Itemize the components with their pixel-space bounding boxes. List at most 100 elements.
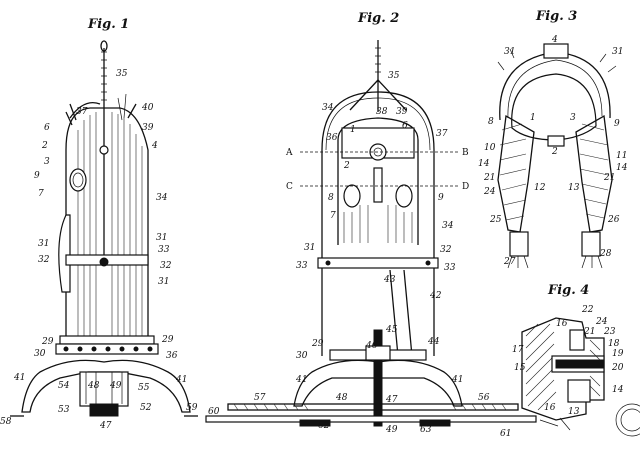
fig2-chain-and-hanger bbox=[349, 40, 407, 112]
fig2-label-8: 8 bbox=[328, 193, 334, 203]
fig3-label-14b: 14 bbox=[616, 163, 628, 173]
fig1-label-33: 33 bbox=[158, 245, 170, 255]
fig4-label-16a: 16 bbox=[556, 319, 568, 329]
fig4-label-13: 13 bbox=[568, 407, 580, 417]
fig1-title: Fig. 1 bbox=[87, 17, 129, 32]
fig2-label-39: 39 bbox=[396, 107, 408, 117]
fig2-label-32: 32 bbox=[440, 245, 452, 255]
fig4-label-21: 21 bbox=[583, 327, 595, 337]
fig4-label-19: 19 bbox=[612, 349, 624, 359]
figure-2: Fig. 2 bbox=[205, 11, 537, 439]
fig2-label-56: 56 bbox=[478, 393, 490, 403]
fig2-label-47: 47 bbox=[385, 395, 398, 405]
fig4-label-24: 24 bbox=[595, 317, 608, 327]
fig1-label-32b: 32 bbox=[160, 261, 172, 271]
fig4-label-18: 18 bbox=[608, 339, 620, 349]
fig2-label-33b: 33 bbox=[444, 263, 456, 273]
fig4-label-15: 15 bbox=[514, 363, 526, 373]
fig1-reference-numerals: 35 37 40 39 6 4 2 3 9 7 34 31 31 33 32 3… bbox=[0, 69, 198, 431]
fig3-label-26: 26 bbox=[607, 215, 620, 225]
fig1-label-41a: 41 bbox=[13, 373, 25, 383]
fig2-label-60: 60 bbox=[208, 407, 220, 417]
fig1-label-35: 35 bbox=[116, 69, 128, 79]
fig2-inner-cylinder bbox=[300, 117, 460, 245]
figure-3: Fig. 3 4 31 31 8 1 3 bbox=[478, 9, 628, 269]
fig1-label-31a: 31 bbox=[38, 239, 49, 249]
fig2-label-41a: 41 bbox=[295, 375, 307, 385]
fig3-label-12: 12 bbox=[534, 183, 546, 193]
fig3-label-13: 13 bbox=[568, 183, 580, 193]
fig2-label-35: 35 bbox=[388, 71, 400, 81]
fig4-label-16b: 16 bbox=[544, 403, 556, 413]
fig2-label-9: 9 bbox=[438, 193, 444, 203]
fig3-label-28: 28 bbox=[599, 249, 612, 259]
figure-1: Fig. 1 bbox=[0, 17, 198, 431]
fig2-label-1: 1 bbox=[350, 125, 356, 135]
fig2-label-46: 46 bbox=[365, 341, 378, 351]
fig3-label-31b: 31 bbox=[612, 47, 623, 57]
fig2-base-and-shaft bbox=[205, 329, 537, 427]
fig4-title: Fig. 4 bbox=[547, 283, 589, 298]
fig1-label-54: 54 bbox=[58, 381, 70, 391]
fig1-label-36: 36 bbox=[166, 351, 178, 361]
fig1-label-55: 55 bbox=[138, 383, 150, 393]
fig1-label-52: 52 bbox=[140, 403, 152, 413]
fig2-label-62: 62 bbox=[318, 421, 330, 431]
fig3-label-21a: 21 bbox=[483, 173, 495, 183]
fig3-label-4: 4 bbox=[551, 35, 558, 45]
figure-4: Fig. 4 22 16 24 21 23 17 18 19 15 20 14 … bbox=[512, 283, 624, 431]
fig2-label-30: 30 bbox=[296, 351, 308, 361]
fig1-base bbox=[10, 335, 198, 417]
fig1-label-2: 2 bbox=[41, 141, 48, 151]
fig3-label-9: 9 bbox=[614, 119, 620, 129]
fig2-band bbox=[317, 257, 439, 357]
fig1-label-40: 40 bbox=[141, 103, 154, 113]
fig3-right-arm bbox=[575, 114, 613, 269]
fig3-label-14a: 14 bbox=[478, 159, 490, 169]
fig3-label-24: 24 bbox=[483, 187, 496, 197]
fig3-collar bbox=[497, 43, 617, 147]
fig2-label-29: 29 bbox=[311, 339, 324, 349]
fig2-section-C: C bbox=[286, 182, 293, 192]
fig1-label-29a: 29 bbox=[41, 337, 54, 347]
fig2-label-61: 61 bbox=[500, 429, 511, 439]
fig4-label-20: 20 bbox=[611, 363, 624, 373]
fig4-label-14: 14 bbox=[612, 385, 624, 395]
fig3-label-31a: 31 bbox=[504, 47, 515, 57]
fig2-label-48: 48 bbox=[335, 393, 348, 403]
fig1-label-29b: 29 bbox=[161, 335, 174, 345]
fig2-label-38: 38 bbox=[376, 107, 388, 117]
fig1-cylinder-hatching bbox=[77, 112, 143, 338]
fig1-label-53: 53 bbox=[58, 405, 70, 415]
fig3-label-11: 11 bbox=[616, 151, 627, 161]
fig4-label-23: 23 bbox=[603, 327, 616, 337]
fig2-title: Fig. 2 bbox=[357, 11, 399, 26]
fig1-label-31c: 31 bbox=[158, 277, 169, 287]
fig4-label-22: 22 bbox=[581, 305, 594, 315]
fig1-label-47: 47 bbox=[99, 421, 112, 431]
fig1-label-49: 49 bbox=[109, 381, 122, 391]
fig1-label-31b: 31 bbox=[156, 233, 167, 243]
fig1-label-37: 37 bbox=[76, 107, 88, 117]
fig3-left-arm bbox=[497, 114, 535, 269]
fig4-label-17: 17 bbox=[512, 345, 524, 355]
fig2-label-33a: 33 bbox=[296, 261, 308, 271]
fig1-label-59: 59 bbox=[186, 403, 198, 413]
fig2-reference-numerals: 35 34 38 39 36 1 6 37 A 2 B C 8 D 9 7 34… bbox=[208, 71, 511, 439]
fig2-label-49: 49 bbox=[385, 425, 398, 435]
fig2-label-7: 7 bbox=[330, 211, 336, 221]
fig2-label-37: 37 bbox=[436, 129, 448, 139]
fig1-label-34: 34 bbox=[156, 193, 168, 203]
fig2-label-63: 63 bbox=[420, 425, 432, 435]
fig3-reference-numerals: 4 31 31 8 1 3 9 10 2 11 14 14 21 21 24 1… bbox=[478, 35, 628, 267]
fig2-label-34a: 34 bbox=[322, 103, 334, 113]
fig4-reference-numerals: 22 16 24 21 23 17 18 19 15 20 14 16 13 bbox=[512, 305, 624, 417]
fig2-outer-hood bbox=[321, 91, 435, 356]
fig3-label-1: 1 bbox=[530, 113, 536, 123]
fig2-label-44: 44 bbox=[427, 337, 440, 347]
fig2-label-6: 6 bbox=[402, 121, 408, 131]
fig3-title: Fig. 3 bbox=[535, 9, 577, 24]
fig2-label-45: 45 bbox=[385, 325, 398, 335]
fig3-label-3: 3 bbox=[570, 113, 576, 123]
